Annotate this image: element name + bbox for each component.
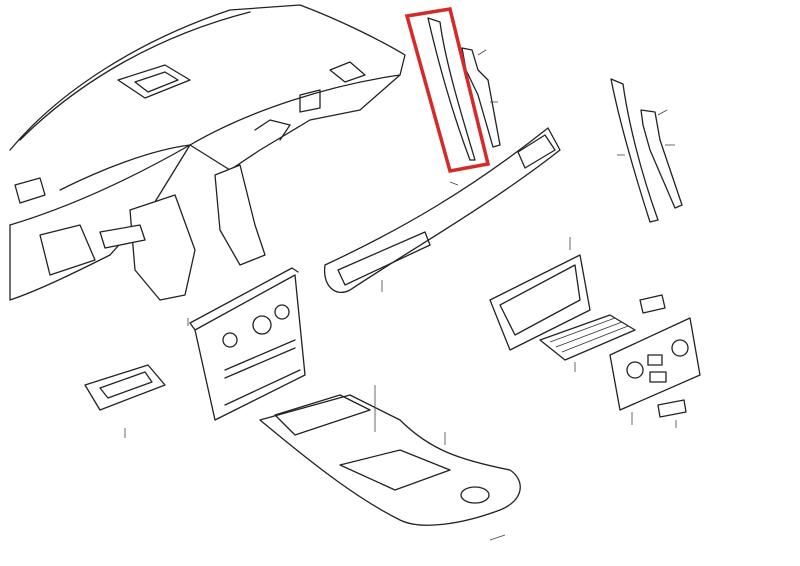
pillar-trim-right <box>610 78 683 223</box>
lower-console-trim <box>259 385 521 541</box>
small-trim-piece <box>84 364 166 438</box>
highlight-box <box>404 7 491 174</box>
bezel-frame <box>489 237 591 351</box>
highlighted-pillar-trim <box>404 7 501 174</box>
grille-tray <box>539 314 636 372</box>
center-console-panel <box>187 267 306 421</box>
small-cover-caps <box>639 294 687 428</box>
climate-control-panel <box>609 317 701 425</box>
dashboard-assembly <box>9 4 406 301</box>
dash-trim-strip <box>323 127 561 293</box>
